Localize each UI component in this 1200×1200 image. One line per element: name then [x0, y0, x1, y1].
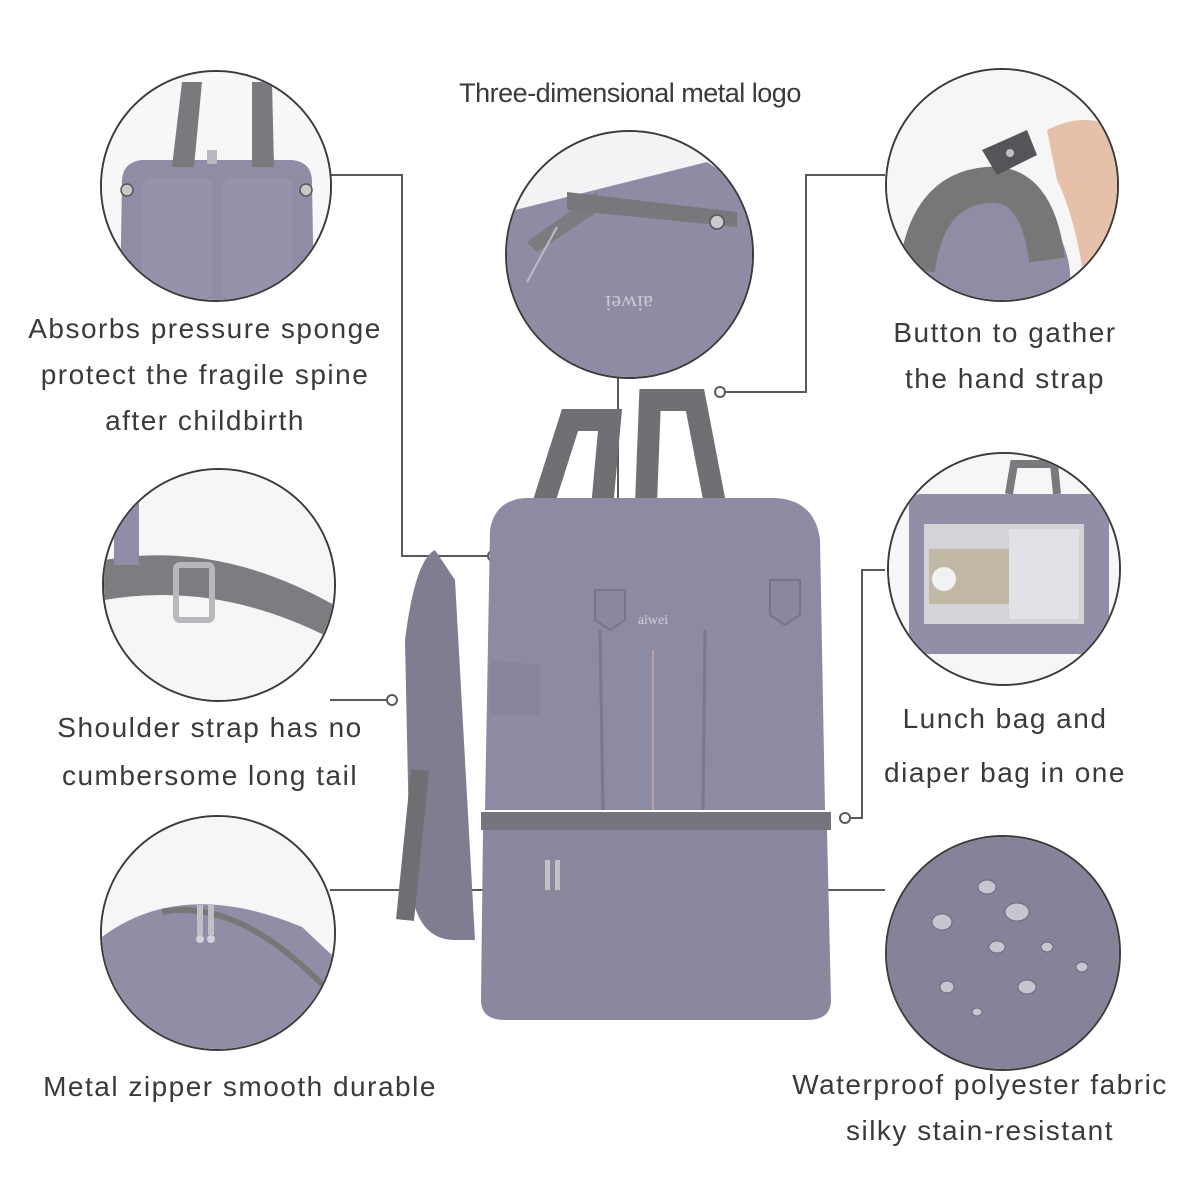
detail-circle-shoulder-strap: [102, 468, 336, 702]
caption-button-line-2: the hand strap: [904, 363, 1106, 394]
caption-shoulder-line-1: Shoulder strap has no: [57, 712, 363, 743]
caption-strap-button: Button to gather the hand strap: [840, 310, 1170, 402]
backpack-main-image: aiwei: [395, 380, 875, 1180]
zipper-image: [102, 817, 334, 1049]
bag-logo-text: aiwei: [638, 613, 668, 628]
metal-logo-image: aiwei: [507, 132, 752, 377]
caption-fabric-line-2: silky stain-resistant: [845, 1115, 1114, 1146]
detail-circle-strap-button: [885, 68, 1119, 302]
caption-shoulder-strap: Shoulder strap has no cumbersome long ta…: [20, 704, 400, 800]
detail-circle-lunch-bag: [887, 452, 1121, 686]
caption-sponge: Absorbs pressure sponge protect the frag…: [5, 306, 405, 444]
caption-lunch-line-1: Lunch bag and: [902, 703, 1108, 734]
caption-fabric-line-1: Waterproof polyester fabric: [792, 1069, 1168, 1100]
lunch-compartment-image: [889, 454, 1119, 684]
caption-lunch-line-2: diaper bag in one: [884, 757, 1126, 788]
caption-sponge-line-1: Absorbs pressure sponge: [28, 313, 382, 344]
detail-circle-back-padding: [100, 70, 332, 302]
brand-logo-text: aiwei: [605, 291, 653, 316]
caption-metal-logo: Three-dimensional metal logo: [459, 78, 801, 108]
backpack-illustration: aiwei: [396, 389, 831, 1020]
detail-circle-zipper: [100, 815, 336, 1051]
caption-fabric: Waterproof polyester fabric silky stain-…: [760, 1062, 1200, 1154]
bag-top-image: [102, 72, 330, 300]
caption-zipper: Metal zipper smooth durable: [10, 1064, 470, 1110]
detail-circle-waterproof-fabric: [885, 835, 1121, 1071]
strap-button-image: [887, 70, 1117, 300]
caption-sponge-line-3: after childbirth: [105, 405, 305, 436]
caption-zipper-line-1: Metal zipper smooth durable: [43, 1071, 437, 1102]
detail-circle-logo: aiwei: [505, 130, 754, 379]
water-drops-image: [887, 837, 1119, 1069]
caption-button-line-1: Button to gather: [893, 317, 1117, 348]
caption-shoulder-line-2: cumbersome long tail: [61, 760, 359, 791]
strap-buckle-image: [104, 470, 334, 700]
caption-sponge-line-2: protect the fragile spine: [40, 359, 370, 390]
caption-lunch-bag: Lunch bag and diaper bag in one: [855, 692, 1155, 800]
